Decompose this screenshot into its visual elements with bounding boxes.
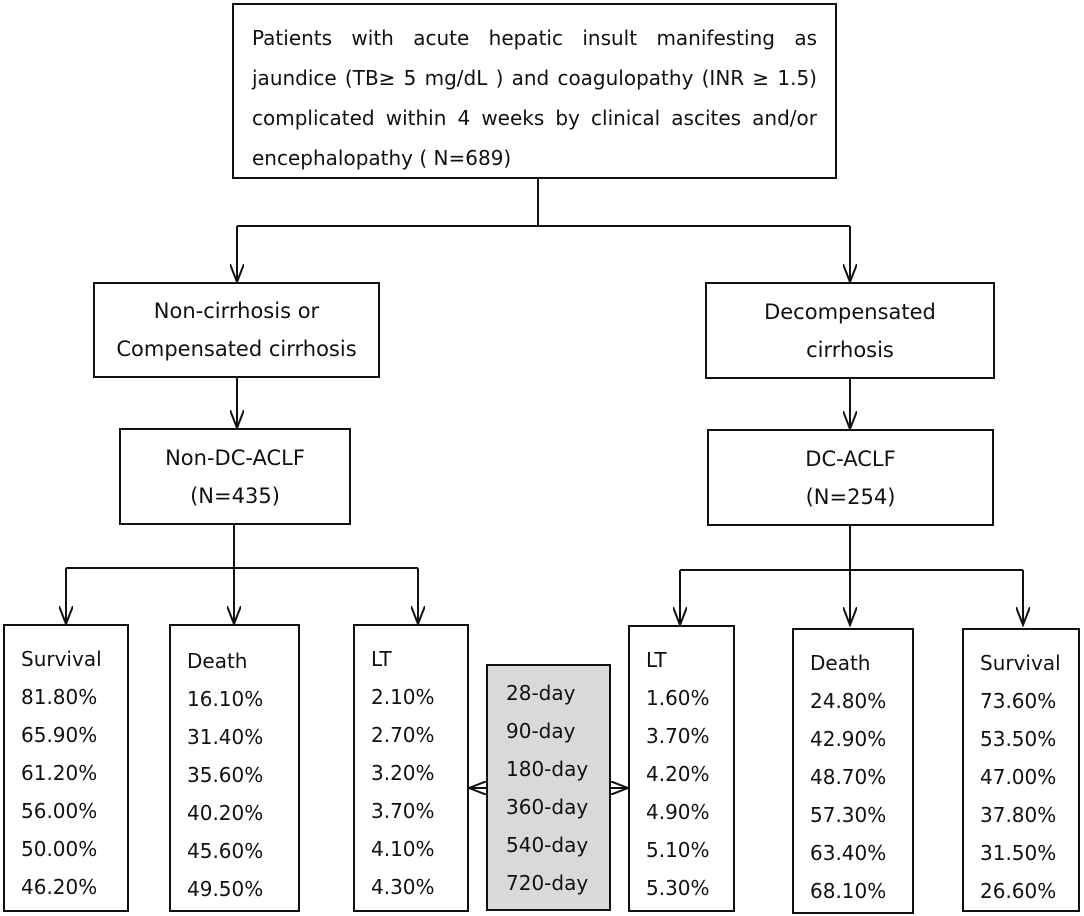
non-dc-aclf-count: (N=435)	[190, 483, 280, 508]
outcome-value: 3.70%	[371, 799, 435, 823]
outcome-value: 56.00%	[21, 799, 98, 823]
outcome-value: 61.20%	[21, 761, 98, 785]
outcome-title: LT	[371, 647, 392, 671]
outcome-value: 5.30%	[646, 876, 710, 900]
outcome-title: Death	[187, 649, 248, 673]
left-lt-box: LT 2.10% 2.70% 3.20% 3.70% 4.10% 4.30%	[353, 624, 469, 912]
outcome-value: 42.90%	[810, 727, 887, 751]
right-condition-line: Decompensated	[764, 299, 936, 324]
left-condition-line: Compensated cirrhosis	[116, 337, 357, 361]
left-death-box: Death 16.10% 31.40% 35.60% 40.20% 45.60%…	[169, 624, 300, 912]
outcome-value: 31.50%	[980, 841, 1057, 865]
outcome-value: 37.80%	[980, 803, 1057, 827]
right-lt-box: LT 1.60% 3.70% 4.20% 4.90% 5.10% 5.30%	[628, 625, 735, 912]
right-condition-box: Decompensated cirrhosis	[705, 282, 995, 379]
dc-aclf-count: (N=254)	[805, 484, 896, 509]
outcome-value: 1.60%	[646, 686, 710, 710]
outcome-value: 4.20%	[646, 762, 710, 786]
left-condition-box: Non-cirrhosis or Compensated cirrhosis	[93, 282, 380, 378]
outcome-value: 24.80%	[810, 689, 887, 713]
outcome-value: 63.40%	[810, 841, 887, 865]
outcome-value: 4.30%	[371, 875, 435, 899]
outcome-title: Survival	[980, 651, 1061, 675]
outcome-value: 35.60%	[187, 763, 264, 787]
non-dc-aclf-label: Non-DC-ACLF	[165, 445, 305, 470]
dc-aclf-box: DC-ACLF (N=254)	[707, 429, 994, 526]
inclusion-criteria-box: Patients with acute hepatic insult manif…	[232, 3, 837, 179]
dc-aclf-label: DC-ACLF	[805, 446, 896, 471]
outcome-value: 57.30%	[810, 803, 887, 827]
outcome-value: 5.10%	[646, 838, 710, 862]
timepoint-label: 28-day	[506, 681, 576, 705]
timepoints-box: 28-day 90-day 180-day 360-day 540-day 72…	[486, 664, 611, 911]
outcome-value: 4.90%	[646, 800, 710, 824]
outcome-value: 40.20%	[187, 801, 264, 825]
inclusion-line: encephalopathy ( N=689)	[252, 146, 512, 170]
outcome-value: 65.90%	[21, 723, 98, 747]
timepoint-label: 360-day	[506, 795, 589, 819]
timepoint-label: 180-day	[506, 757, 589, 781]
outcome-value: 4.10%	[371, 837, 435, 861]
outcome-value: 2.10%	[371, 685, 435, 709]
outcome-value: 73.60%	[980, 689, 1057, 713]
right-survival-box: Survival 73.60% 53.50% 47.00% 37.80% 31.…	[962, 628, 1080, 912]
inclusion-line: Patients with acute hepatic insult manif…	[252, 26, 817, 50]
outcome-value: 47.00%	[980, 765, 1057, 789]
outcome-title: Survival	[21, 647, 102, 671]
left-condition-line: Non-cirrhosis or	[153, 299, 320, 323]
outcome-value: 2.70%	[371, 723, 435, 747]
outcome-value: 49.50%	[187, 877, 264, 901]
outcome-value: 46.20%	[21, 875, 98, 899]
outcome-value: 81.80%	[21, 685, 98, 709]
outcome-title: Death	[810, 651, 871, 675]
outcome-value: 31.40%	[187, 725, 264, 749]
non-dc-aclf-box: Non-DC-ACLF (N=435)	[119, 428, 351, 525]
outcome-value: 3.20%	[371, 761, 435, 785]
outcome-value: 45.60%	[187, 839, 264, 863]
outcome-value: 16.10%	[187, 687, 264, 711]
outcome-value: 26.60%	[980, 879, 1057, 903]
timepoint-label: 90-day	[506, 719, 576, 743]
outcome-value: 50.00%	[21, 837, 98, 861]
outcome-value: 53.50%	[980, 727, 1057, 751]
outcome-value: 3.70%	[646, 724, 710, 748]
timepoint-label: 540-day	[506, 833, 589, 857]
outcome-value: 48.70%	[810, 765, 887, 789]
timepoint-label: 720-day	[506, 871, 589, 895]
inclusion-line: complicated within 4 weeks by clinical a…	[252, 106, 817, 130]
right-condition-line: cirrhosis	[806, 337, 894, 362]
right-death-box: Death 24.80% 42.90% 48.70% 57.30% 63.40%…	[792, 628, 914, 914]
inclusion-line: jaundice (TB≥ 5 mg/dL ) and coagulopathy…	[252, 66, 817, 90]
left-survival-box: Survival 81.80% 65.90% 61.20% 56.00% 50.…	[3, 624, 129, 912]
outcome-title: LT	[646, 648, 667, 672]
outcome-value: 68.10%	[810, 879, 887, 903]
